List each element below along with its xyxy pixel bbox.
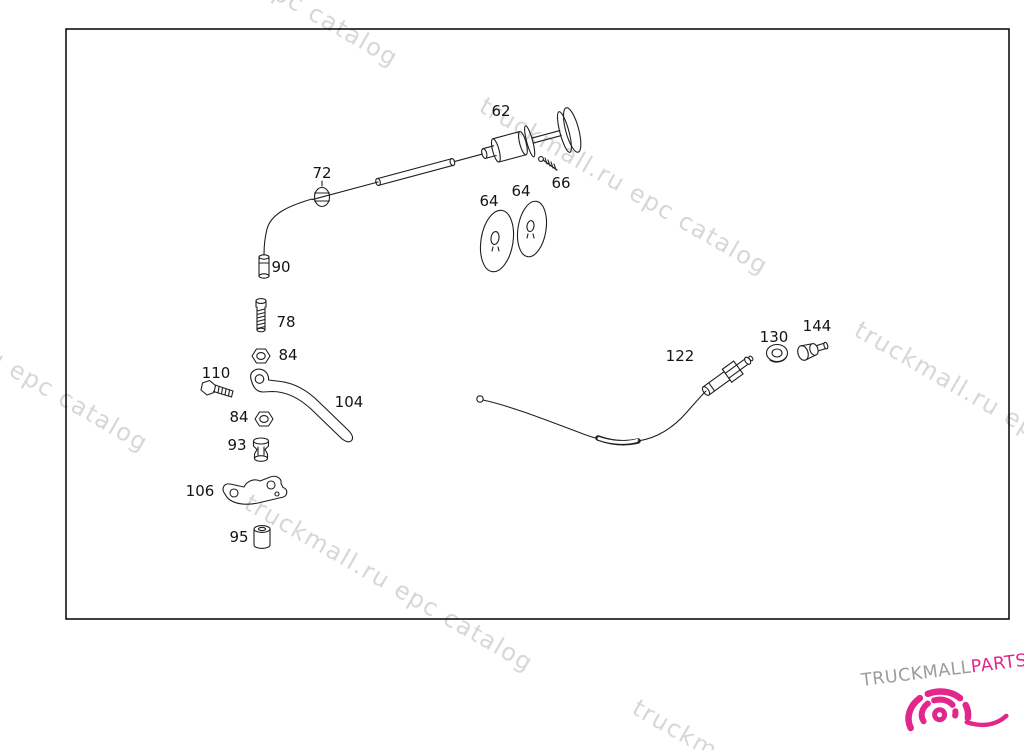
part-label-64-left: 64 [479, 192, 498, 210]
brand-name-text: TRUCKMALLPARTS [859, 651, 1024, 691]
watermark-text: truckmall.ru epc catalog [105, 0, 404, 72]
brand-name-accent: PARTS [970, 651, 1024, 678]
part-label-106: 106 [186, 482, 215, 500]
part-104-lever-drawing [250, 368, 354, 443]
brand-logo: TRUCKMALLPARTS [859, 651, 1024, 732]
part-label-144: 144 [803, 317, 832, 335]
part-label-62: 62 [491, 102, 510, 120]
part-label-64-right: 64 [511, 182, 530, 200]
part-label-95: 95 [229, 528, 248, 546]
part-84-nut-upper-drawing [251, 348, 271, 364]
part-64-discs-drawing [479, 200, 548, 273]
part-label-84-upper: 84 [278, 346, 297, 364]
part-66-screw-drawing [538, 156, 558, 171]
part-110-bolt-drawing [200, 379, 234, 398]
part-label-130: 130 [760, 328, 789, 346]
part-label-122: 122 [666, 347, 695, 365]
brand-name-primary: TRUCKMALL [859, 658, 972, 691]
part-label-110: 110 [202, 364, 231, 382]
logo-swirl-icon [905, 688, 1009, 732]
diagram-border [65, 28, 1010, 620]
part-93-clip-drawing [252, 437, 270, 462]
part-84-nut-lower-drawing [254, 411, 274, 427]
watermark-text: truckmall.ru epc catalog [0, 269, 153, 458]
part-95-spacer-drawing [253, 525, 271, 549]
part-130-grommet-drawing [765, 343, 789, 363]
part-label-90: 90 [271, 258, 290, 276]
part-72-grommet-drawing [313, 180, 331, 208]
part-106-bracket-drawing [222, 475, 288, 505]
watermark-text: truckmall.ru epc catalog [628, 694, 927, 750]
part-122-cable-drawing [476, 355, 754, 446]
part-144-fitting-drawing [797, 341, 829, 361]
part-label-93: 93 [227, 436, 246, 454]
part-78-screw-drawing [255, 298, 267, 333]
part-label-72: 72 [312, 164, 331, 182]
watermark-text: truckmall.ru epc catalog [240, 489, 539, 678]
part-label-104: 104 [335, 393, 364, 411]
part-90-sleeve-drawing [258, 254, 270, 279]
part-label-84-lower: 84 [229, 408, 248, 426]
part-labels: 62 66 64 64 72 90 78 84 110 84 104 93 10… [186, 102, 832, 546]
watermark-text: truckmall.ru epc catalog [850, 316, 1024, 505]
part-label-66: 66 [551, 174, 570, 192]
part-62-cable-drawing [311, 107, 582, 201]
part-label-78: 78 [276, 313, 295, 331]
cable-curve [263, 198, 313, 256]
